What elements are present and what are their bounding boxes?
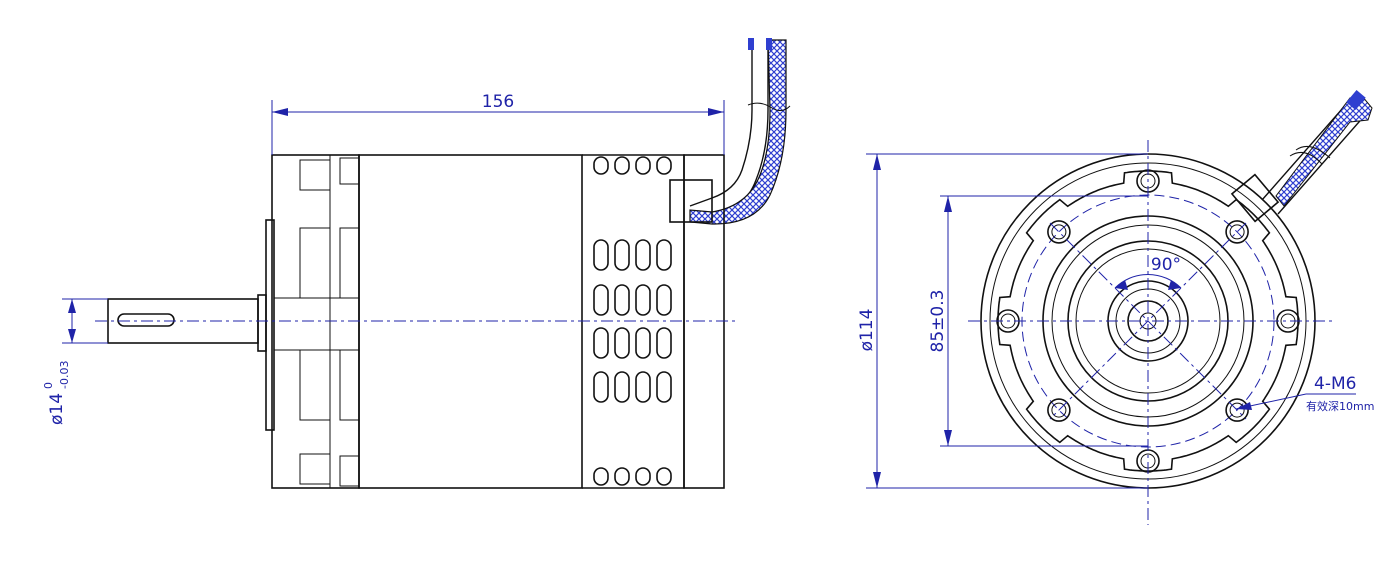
shaft-diameter-dimension: ø14 0 -0.03: [42, 298, 108, 425]
front-view-cable: [1230, 90, 1373, 223]
vent-slot: [593, 327, 609, 359]
shaft-tolerance-lower: -0.03: [58, 361, 71, 389]
vent-slot: [656, 156, 672, 175]
outer-diameter-dimension: ø114: [857, 153, 1148, 489]
m6-mounting-hole: [1225, 398, 1249, 422]
vent-slot: [656, 284, 672, 316]
vent-slot: [614, 327, 630, 359]
angle-label: 90°: [1151, 255, 1181, 275]
vent-slot: [614, 467, 630, 486]
hole-depth-note: 有效深10mm: [1306, 399, 1374, 413]
bolt-circle-dimension: 85±0.3: [928, 195, 1148, 447]
vent-slot: [593, 156, 609, 175]
front-view: 90° ø114 85±0.3 4-M6 有效深10mm: [857, 90, 1374, 525]
side-view-cable: [689, 38, 791, 225]
length-dimension: 156: [271, 92, 725, 155]
vent-slot: [635, 239, 651, 271]
vent-slot: [593, 239, 609, 271]
m6-mounting-hole: [1047, 220, 1071, 244]
vent-slot: [635, 467, 651, 486]
side-view: 156 ø14 0 -0.03: [42, 38, 791, 489]
vent-slot: [635, 156, 651, 175]
length-label: 156: [482, 92, 514, 112]
vent-slot: [614, 156, 630, 175]
shaft-diameter-label: ø14: [47, 393, 67, 425]
ventilation-slots: [593, 156, 672, 486]
vent-slot: [656, 371, 672, 403]
vent-slot: [593, 284, 609, 316]
vent-slot: [656, 467, 672, 486]
vent-slot: [614, 371, 630, 403]
m6-mounting-hole: [1047, 398, 1071, 422]
cable-gland: [669, 179, 713, 223]
shaft-tolerance-upper: 0: [42, 382, 55, 389]
vent-slot: [614, 284, 630, 316]
m6-mounting-hole: [1225, 220, 1249, 244]
vent-slot: [593, 467, 609, 486]
outer-diameter-label: ø114: [857, 309, 877, 352]
vent-slot: [635, 371, 651, 403]
vent-slot: [656, 327, 672, 359]
vent-slot: [614, 239, 630, 271]
vent-slot: [635, 284, 651, 316]
vent-slot: [656, 239, 672, 271]
vent-slot: [635, 327, 651, 359]
vent-slot: [593, 371, 609, 403]
hole-spec-label: 4-M6: [1314, 374, 1356, 394]
bolt-circle-label: 85±0.3: [928, 290, 948, 353]
hole-callout: 4-M6 有效深10mm: [1235, 374, 1374, 413]
angle-dimension: 90°: [1114, 255, 1182, 290]
